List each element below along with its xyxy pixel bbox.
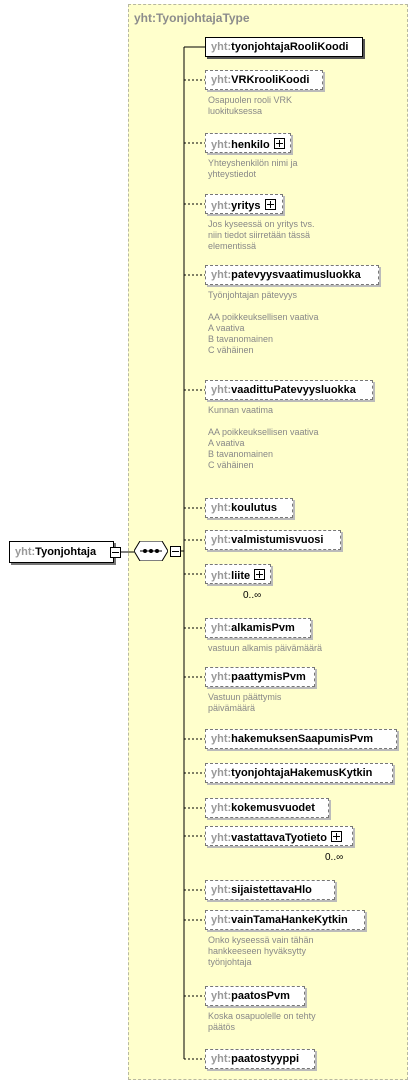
expand-icon[interactable] — [254, 569, 266, 580]
expand-icon[interactable] — [264, 199, 276, 210]
element-liite[interactable]: yht:liite — [205, 564, 272, 584]
element-namespace: yht: — [211, 990, 232, 1002]
root-collapse-icon[interactable] — [110, 547, 121, 558]
element-namespace: yht: — [211, 802, 232, 814]
type-title: yht:TyonjohtajaType — [134, 11, 250, 25]
root-name: Tyonjohtaja — [35, 546, 97, 558]
element-namespace: yht: — [211, 832, 232, 844]
sequence-compositor-icon[interactable] — [134, 541, 168, 561]
root-namespace: yht: — [15, 546, 36, 558]
element-henkilo[interactable]: yht:henkilo — [205, 133, 291, 153]
element-alkamisPvm[interactable]: yht:alkamisPvm — [205, 618, 311, 638]
element-description: Yhteyshenkilön nimi ja yhteystiedot — [208, 158, 298, 179]
element-namespace: yht: — [211, 914, 232, 926]
element-name: henkilo — [231, 139, 270, 151]
element-namespace: yht: — [211, 41, 232, 53]
element-name: VRKrooliKoodi — [231, 74, 310, 86]
element-name: kokemusvuodet — [231, 802, 315, 814]
element-name: hakemuksenSaapumisPvm — [231, 733, 374, 745]
element-koulutus[interactable]: yht:koulutus — [205, 498, 293, 518]
element-namespace: yht: — [211, 200, 232, 212]
element-description: Jos kyseessä on yritys tvs. niin tiedot … — [208, 219, 315, 251]
element-kokemusvuodet[interactable]: yht:kokemusvuodet — [205, 798, 329, 818]
element-sijaistettavaHlo[interactable]: yht:sijaistettavaHlo — [205, 880, 335, 900]
element-namespace: yht: — [211, 884, 232, 896]
element-VRKrooliKoodi[interactable]: yht:VRKrooliKoodi — [205, 70, 323, 90]
element-description: Työnjohtajan pätevyys AA poikkeuksellise… — [208, 290, 319, 355]
element-description: Kunnan vaatima AA poikkeuksellisen vaati… — [208, 405, 319, 470]
element-description: Koska osapuolelle on tehty päätös — [208, 1011, 316, 1032]
element-namespace: yht: — [211, 1053, 232, 1065]
element-namespace: yht: — [211, 733, 232, 745]
element-name: paatostyyppi — [231, 1053, 300, 1065]
element-namespace: yht: — [211, 139, 232, 151]
element-namespace: yht: — [211, 570, 232, 582]
element-namespace: yht: — [211, 74, 232, 86]
element-namespace: yht: — [211, 502, 232, 514]
element-namespace: yht: — [211, 534, 232, 546]
element-yritys[interactable]: yht:yritys — [205, 194, 283, 214]
element-name: paatosPvm — [231, 990, 290, 1002]
element-name: sijaistettavaHlo — [231, 884, 312, 896]
element-name: vastattavaTyotieto — [231, 832, 327, 844]
element-namespace: yht: — [211, 671, 232, 683]
element-name: paattymisPvm — [231, 671, 306, 683]
element-description: vastuun alkamis päivämäärä — [208, 643, 323, 653]
occurrence-label: 0..∞ — [325, 852, 344, 863]
element-description: Osapuolen rooli VRK luokituksessa — [208, 95, 293, 116]
element-hakemuksenSaapumisPvm[interactable]: yht:hakemuksenSaapumisPvm — [205, 729, 397, 749]
element-description: Vastuun päättymis päivämäärä — [208, 692, 282, 713]
element-name: alkamisPvm — [231, 622, 295, 634]
element-vastattavaTyotieto[interactable]: yht:vastattavaTyotieto — [205, 826, 353, 846]
element-namespace: yht: — [211, 767, 232, 779]
occurrence-label: 0..∞ — [243, 590, 262, 601]
element-name: tyonjohtajaRooliKoodi — [231, 41, 349, 53]
element-tyonjohtajaHakemusKytkin[interactable]: yht:tyonjohtajaHakemusKytkin — [205, 763, 393, 783]
element-name: valmistumisvuosi — [231, 534, 324, 546]
element-name: vainTamaHankeKytkin — [231, 914, 348, 926]
element-namespace: yht: — [211, 384, 232, 396]
element-name: yritys — [231, 200, 261, 212]
element-tyonjohtajaRooliKoodi[interactable]: yht:tyonjohtajaRooliKoodi — [205, 37, 363, 57]
expand-icon[interactable] — [273, 138, 285, 149]
element-name: liite — [231, 570, 251, 582]
element-description: Onko kyseessä vain tähän hankkeeseen hyv… — [208, 935, 314, 967]
element-paatosPvm[interactable]: yht:paatosPvm — [205, 986, 305, 1006]
element-name: patevyysvaatimusluokka — [231, 269, 361, 281]
element-valmistumisvuosi[interactable]: yht:valmistumisvuosi — [205, 530, 341, 550]
element-patevyysvaatimusluokka[interactable]: yht:patevyysvaatimusluokka — [205, 265, 379, 285]
element-paatostyyppi[interactable]: yht:paatostyyppi — [205, 1049, 315, 1069]
sequence-collapse-icon[interactable] — [170, 546, 181, 557]
element-vaadittuPatevyysluokka[interactable]: yht:vaadittuPatevyysluokka — [205, 380, 373, 400]
expand-icon[interactable] — [330, 831, 342, 842]
element-namespace: yht: — [211, 622, 232, 634]
element-name: vaadittuPatevyysluokka — [231, 384, 356, 396]
root-element[interactable]: yht:Tyonjohtaja — [9, 541, 114, 563]
element-name: tyonjohtajaHakemusKytkin — [231, 767, 373, 779]
element-paattymisPvm[interactable]: yht:paattymisPvm — [205, 667, 315, 687]
element-namespace: yht: — [211, 269, 232, 281]
element-vainTamaHankeKytkin[interactable]: yht:vainTamaHankeKytkin — [205, 910, 365, 930]
element-name: koulutus — [231, 502, 278, 514]
